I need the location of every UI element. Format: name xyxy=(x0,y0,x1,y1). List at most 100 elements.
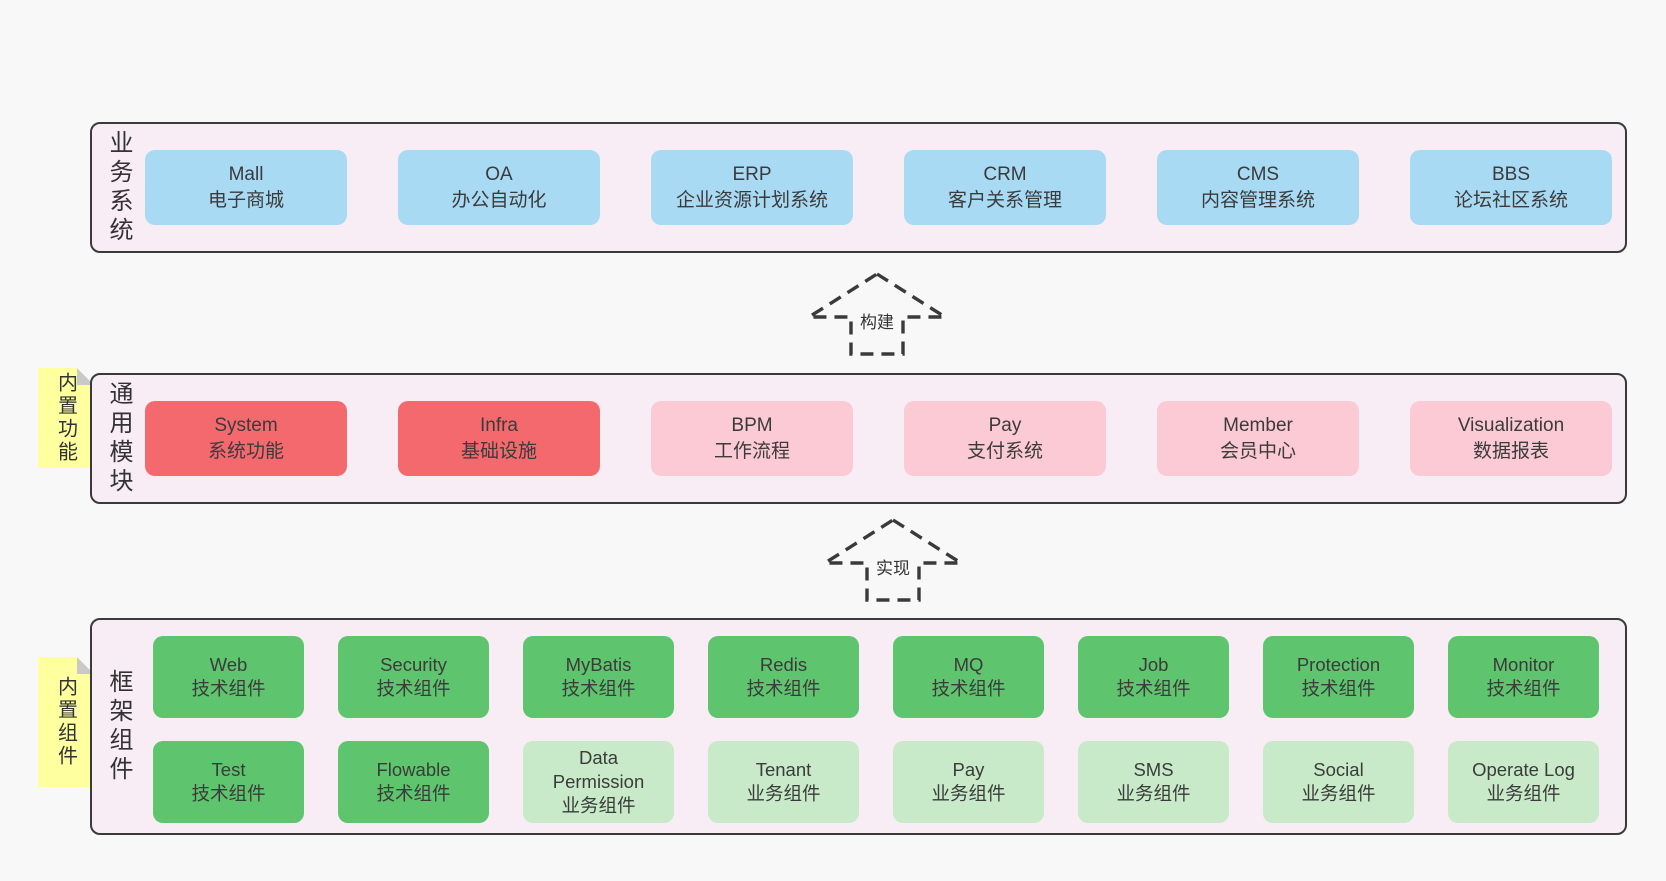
box-subtitle: 基础设施 xyxy=(460,440,537,462)
box-member: Member 会员中心 xyxy=(1157,401,1359,476)
box-pay-component: Pay 业务组件 xyxy=(893,741,1044,823)
box-title: Protection xyxy=(1296,654,1381,675)
box-subtitle: 业务组件 xyxy=(746,783,821,804)
box-subtitle: 技术组件 xyxy=(1301,678,1376,699)
layer-label-zone: 业务系统 xyxy=(92,124,145,251)
box-title: SMS xyxy=(1133,759,1174,780)
box-title: System xyxy=(214,414,278,436)
box-protection: Protection 技术组件 xyxy=(1263,636,1414,718)
box-subtitle: 客户关系管理 xyxy=(947,189,1062,211)
layer-label-zone: 框架组件 xyxy=(92,620,145,833)
box-social: Social 业务组件 xyxy=(1263,741,1414,823)
box-redis: Redis 技术组件 xyxy=(708,636,859,718)
box-title: Test xyxy=(211,759,246,780)
box-subtitle: 技术组件 xyxy=(191,783,266,804)
box-title: Member xyxy=(1223,414,1293,436)
box-flowable: Flowable 技术组件 xyxy=(338,741,489,823)
box-monitor: Monitor 技术组件 xyxy=(1448,636,1599,718)
box-subtitle: 技术组件 xyxy=(1486,678,1561,699)
box-title: Flowable xyxy=(376,759,451,780)
box-tenant: Tenant 业务组件 xyxy=(708,741,859,823)
layer-business-systems: 业务系统 Mall 电子商城 OA 办公自动化 ERP 企业资源计划系统 CRM… xyxy=(90,122,1627,253)
box-title: Data Permission xyxy=(552,747,645,792)
box-subtitle: 支付系统 xyxy=(966,440,1043,462)
box-subtitle: 业务组件 xyxy=(1301,783,1376,804)
box-security: Security 技术组件 xyxy=(338,636,489,718)
box-title: Mall xyxy=(228,163,264,185)
box-subtitle: 技术组件 xyxy=(931,678,1006,699)
box-subtitle: 技术组件 xyxy=(376,678,451,699)
box-mq: MQ 技术组件 xyxy=(893,636,1044,718)
box-mybatis: MyBatis 技术组件 xyxy=(523,636,674,718)
box-title: Social xyxy=(1313,759,1364,780)
box-title: OA xyxy=(485,163,513,185)
layer-label: 框架组件 xyxy=(105,668,132,785)
box-bpm: BPM 工作流程 xyxy=(651,401,853,476)
box-subtitle: 业务组件 xyxy=(561,795,636,816)
component-row-2: Test 技术组件 Flowable 技术组件 Data Permission … xyxy=(153,741,1599,823)
box-title: Visualization xyxy=(1457,414,1565,436)
box-erp: ERP 企业资源计划系统 xyxy=(651,150,853,225)
layer-label: 通用模块 xyxy=(105,380,132,497)
note-text: 内置功能 xyxy=(54,372,77,464)
build-arrow: 构建 xyxy=(806,271,948,357)
box-title: Pay xyxy=(988,414,1022,436)
box-title: CRM xyxy=(983,163,1027,185)
box-system: System 系统功能 xyxy=(145,401,347,476)
module-box-row: System 系统功能 Infra 基础设施 BPM 工作流程 Pay 支付系统… xyxy=(145,375,1625,502)
box-test: Test 技术组件 xyxy=(153,741,304,823)
business-box-row: Mall 电子商城 OA 办公自动化 ERP 企业资源计划系统 CRM 客户关系… xyxy=(145,124,1625,251)
box-title: Monitor xyxy=(1492,654,1555,675)
box-visualization: Visualization 数据报表 xyxy=(1410,401,1612,476)
box-subtitle: 办公自动化 xyxy=(451,189,547,211)
box-subtitle: 数据报表 xyxy=(1472,440,1549,462)
box-title: Redis xyxy=(759,654,808,675)
box-title: BPM xyxy=(731,414,773,436)
sticky-note-builtin-features: 内置功能 xyxy=(38,368,94,468)
box-pay-module: Pay 支付系统 xyxy=(904,401,1106,476)
box-title: ERP xyxy=(732,163,772,185)
box-subtitle: 会员中心 xyxy=(1219,440,1296,462)
box-subtitle: 系统功能 xyxy=(207,440,284,462)
box-subtitle: 技术组件 xyxy=(561,678,636,699)
box-subtitle: 业务组件 xyxy=(1116,783,1191,804)
box-title: MQ xyxy=(953,654,984,675)
arrow-label: 实现 xyxy=(873,559,913,578)
box-title: Security xyxy=(380,654,447,675)
box-subtitle: 业务组件 xyxy=(1486,783,1561,804)
box-title: Pay xyxy=(952,759,985,780)
box-bbs: BBS 论坛社区系统 xyxy=(1410,150,1612,225)
box-subtitle: 技术组件 xyxy=(1116,678,1191,699)
sticky-note-builtin-components: 内置组件 xyxy=(38,657,94,787)
box-title: Tenant xyxy=(755,759,812,780)
layer-framework-components: 框架组件 Web 技术组件 Security 技术组件 MyBatis 技术组件… xyxy=(90,618,1627,835)
box-subtitle: 工作流程 xyxy=(713,440,790,462)
dashed-up-arrow-icon xyxy=(806,271,948,356)
note-text: 内置组件 xyxy=(54,676,77,768)
box-crm: CRM 客户关系管理 xyxy=(904,150,1106,225)
box-subtitle: 企业资源计划系统 xyxy=(675,189,828,211)
box-subtitle: 技术组件 xyxy=(746,678,821,699)
box-infra: Infra 基础设施 xyxy=(398,401,600,476)
layer-label: 业务系统 xyxy=(105,129,132,246)
box-title: Web xyxy=(209,654,248,675)
arrow-label-wrap: 实现 xyxy=(822,554,964,579)
box-subtitle: 技术组件 xyxy=(191,678,266,699)
box-title: MyBatis xyxy=(565,654,632,675)
component-grid: Web 技术组件 Security 技术组件 MyBatis 技术组件 Redi… xyxy=(145,620,1625,833)
box-oa: OA 办公自动化 xyxy=(398,150,600,225)
box-subtitle: 电子商城 xyxy=(207,189,284,211)
component-row-1: Web 技术组件 Security 技术组件 MyBatis 技术组件 Redi… xyxy=(153,636,1599,718)
box-cms: CMS 内容管理系统 xyxy=(1157,150,1359,225)
box-data-permission: Data Permission 业务组件 xyxy=(523,741,674,823)
box-title: Job xyxy=(1138,654,1169,675)
box-subtitle: 内容管理系统 xyxy=(1200,189,1315,211)
implement-arrow: 实现 xyxy=(822,517,964,603)
dashed-up-arrow-icon xyxy=(822,517,964,602)
box-mall: Mall 电子商城 xyxy=(145,150,347,225)
box-title: Operate Log xyxy=(1472,759,1575,780)
arrow-label: 构建 xyxy=(857,313,897,332)
box-subtitle: 技术组件 xyxy=(376,783,451,804)
box-web: Web 技术组件 xyxy=(153,636,304,718)
